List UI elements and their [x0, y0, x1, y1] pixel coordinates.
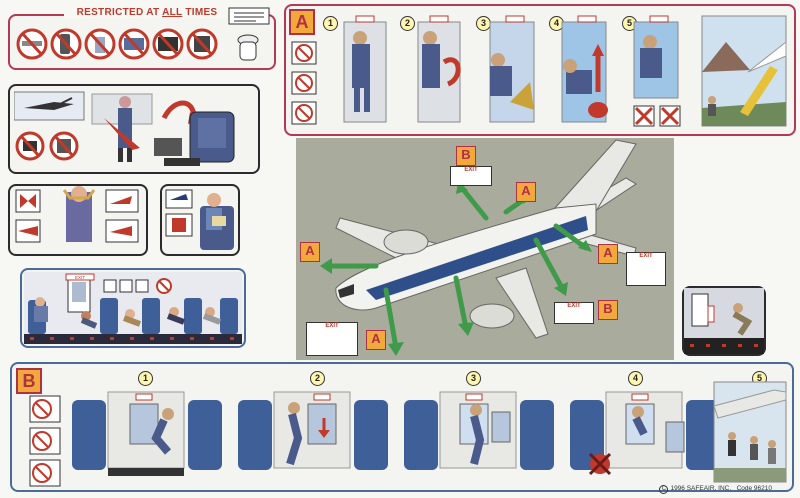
section-a-side-icons [291, 41, 317, 125]
copyright-icon: C [659, 485, 669, 494]
no-smoking-icon [16, 28, 48, 60]
svg-text:EXIT: EXIT [75, 275, 85, 280]
diagram-exit-sign-right: EXIT [626, 252, 666, 286]
diagram-exit-sign-bottom-center: EXIT [554, 302, 594, 324]
no-laptop-icon [118, 28, 150, 60]
diagram-door-label-b-top: B [456, 146, 476, 166]
diagram-door-label-a-right: A [598, 244, 618, 264]
section-a-badge: A [289, 9, 315, 35]
no-cd-player-icon [152, 28, 184, 60]
section-b-steps-graphic [72, 381, 787, 483]
no-lighter-icon [84, 28, 116, 60]
section-b-step-3: 3 [466, 371, 481, 386]
section-a-step-1: 1 [323, 16, 338, 31]
cabin-evacuation-graphic [684, 288, 764, 354]
diagram-exit-sign-top: EXIT [450, 166, 492, 186]
section-b-step-4: 4 [628, 371, 643, 386]
diagram-door-label-a-front: A [366, 330, 386, 350]
restricted-items-graphic [16, 28, 218, 60]
section-b-step-1: 1 [138, 371, 153, 386]
section-a-steps-graphic [343, 15, 787, 127]
stow-items-graphic [14, 91, 235, 166]
section-a-step-2: 2 [400, 16, 415, 31]
no-radio-icon [186, 28, 218, 60]
restricted-title: RESTRICTED AT ALL TIMES [64, 7, 230, 18]
section-b-side-icons [29, 395, 61, 487]
lavatory-smoke-detector-icon [228, 7, 270, 61]
no-phone-icon [50, 28, 82, 60]
diagram-door-label-b-bottom: B [598, 300, 618, 320]
oxygen-mask-graphic [15, 186, 139, 243]
diagram-door-label-a-top: A [516, 182, 536, 202]
seat-pocket-graphic [165, 189, 234, 250]
section-b-step-2: 2 [310, 371, 325, 386]
diagram-exit-sign-bottom-left: EXIT [306, 322, 358, 356]
section-b-badge: B [16, 368, 42, 394]
brace-position-graphic: EXIT [24, 272, 242, 344]
diagram-door-label-a-left: A [300, 242, 320, 262]
aircraft-graphic [320, 139, 637, 356]
